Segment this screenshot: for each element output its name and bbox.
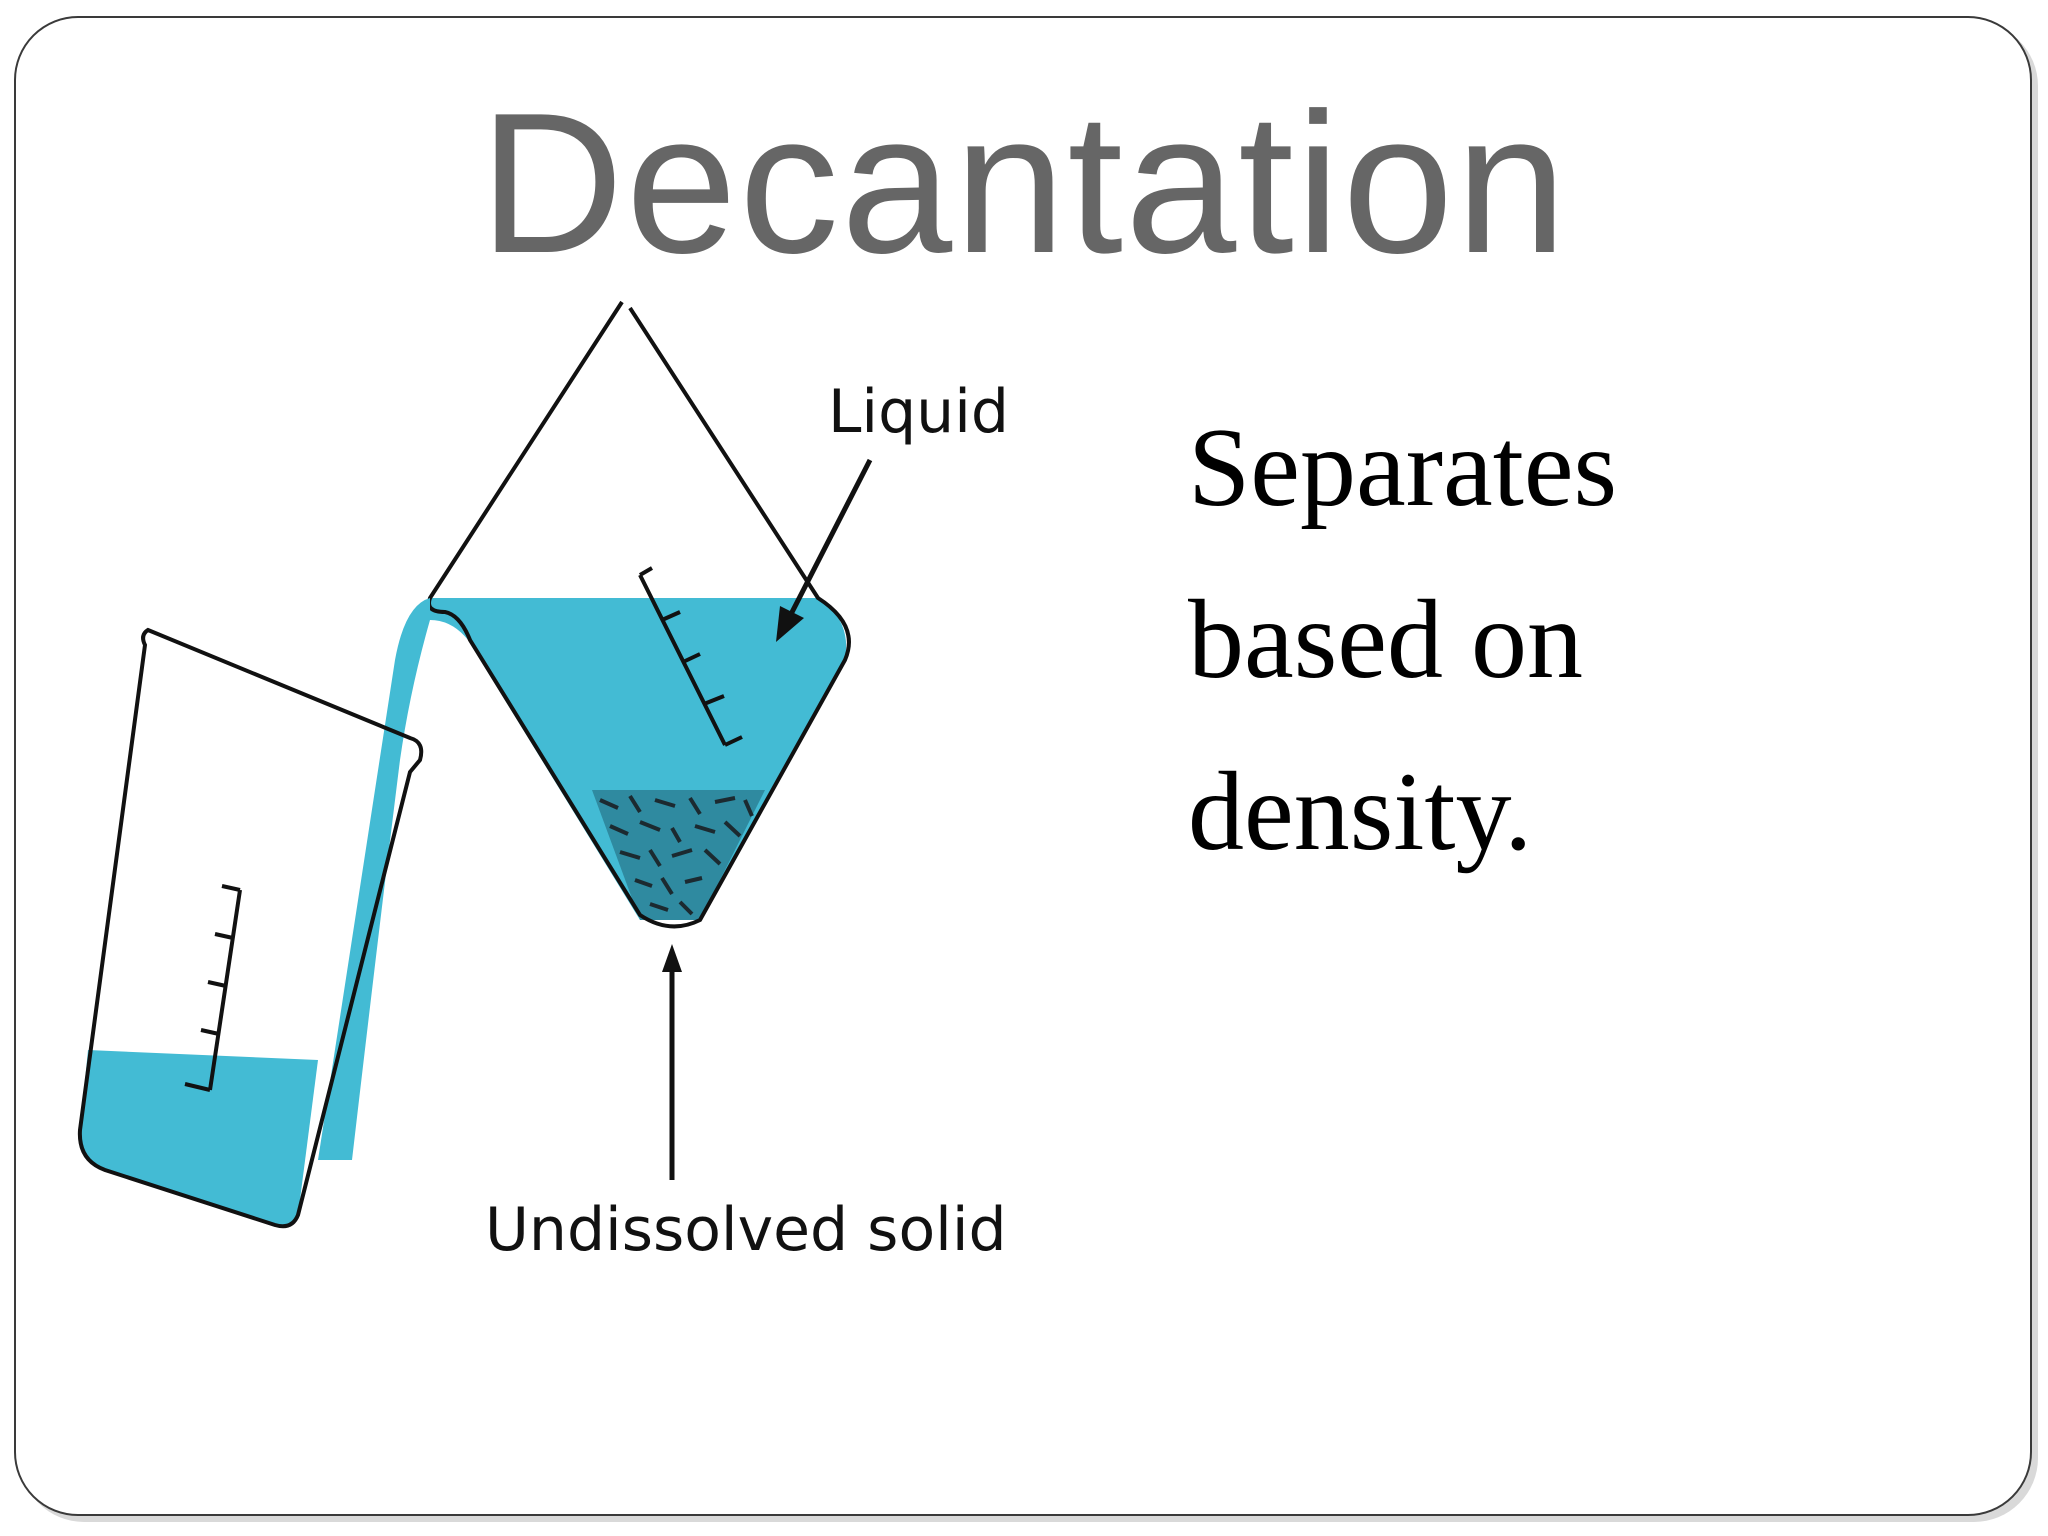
pouring-beaker-outline — [427, 300, 851, 929]
slide-title: Decantation — [479, 72, 1569, 295]
body-line-2: based on — [1188, 578, 1584, 702]
pouring-beaker-liquid — [430, 598, 847, 920]
receiving-beaker-marks — [184, 884, 242, 1092]
slide-body-text: Separates based on density. — [1188, 382, 1968, 898]
pouring-beaker-marks — [638, 566, 743, 747]
liquid-arrowhead — [776, 606, 804, 642]
slide-frame — [14, 16, 2032, 1516]
solid-arrowhead — [662, 944, 682, 972]
receiving-beaker-outline — [77, 627, 424, 1229]
body-line-1: Separates — [1188, 406, 1618, 530]
body-line-3: density. — [1188, 750, 1533, 874]
sediment-particles — [599, 794, 754, 916]
liquid-arrow — [785, 458, 873, 622]
liquid-label: Liquid — [828, 377, 1009, 447]
receiving-beaker-liquid — [79, 1050, 319, 1227]
undissolved-solid-label: Undissolved solid — [485, 1195, 1007, 1265]
